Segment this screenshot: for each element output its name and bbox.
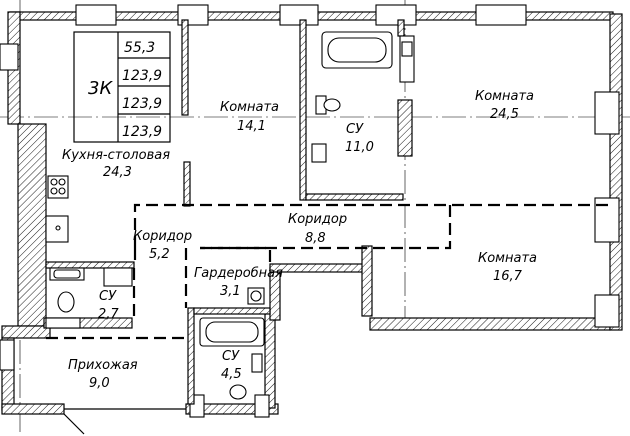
room-area: 24,3 <box>103 165 132 180</box>
room-name: Комната <box>475 89 534 104</box>
toilet <box>229 384 247 400</box>
stove <box>47 175 69 199</box>
room-name: СУ <box>99 289 117 304</box>
room-area: 8,8 <box>305 231 326 246</box>
room-name: Комната <box>220 100 279 115</box>
area-1: 55,3 <box>124 40 155 56</box>
zone-boundaries <box>46 203 610 340</box>
area-3: 123,9 <box>122 96 162 112</box>
room-area: 16,7 <box>493 269 523 284</box>
room-name: Кухня-столовая <box>62 148 170 163</box>
room-area: 4,5 <box>221 367 242 382</box>
room-area: 14,1 <box>237 119 266 134</box>
room-name: Коридор <box>288 212 347 227</box>
room-name: Комната <box>478 251 537 266</box>
apartment-type: 3К <box>88 78 113 99</box>
toilet <box>57 291 75 313</box>
room-area: 2,7 <box>98 307 119 322</box>
room-name: Прихожая <box>68 358 138 373</box>
room-area: 5,2 <box>149 247 170 262</box>
sink <box>311 143 327 163</box>
room-name: СУ <box>222 349 240 364</box>
apartment-info-box: 3К 55,3 123,9 123,9 123,9 <box>73 31 171 143</box>
room-name: Коридор <box>133 229 192 244</box>
room-area: 9,0 <box>89 376 110 391</box>
room-area: 3,1 <box>220 284 241 299</box>
fixtures <box>45 31 415 400</box>
wall-columns <box>0 4 620 418</box>
interior-walls <box>43 19 413 405</box>
room-name: СУ <box>346 122 364 137</box>
room-name: Гардеробная <box>194 266 283 281</box>
room-area: 11,0 <box>345 140 374 155</box>
room-area: 24,5 <box>490 107 519 122</box>
area-4: 123,9 <box>122 124 162 140</box>
toilet <box>323 98 341 112</box>
room-labels: Кухня-столовая 24,3 Комната 14,1 СУ 11,0… <box>62 89 537 391</box>
area-2: 123,9 <box>122 68 162 84</box>
entrance-door <box>63 408 186 435</box>
